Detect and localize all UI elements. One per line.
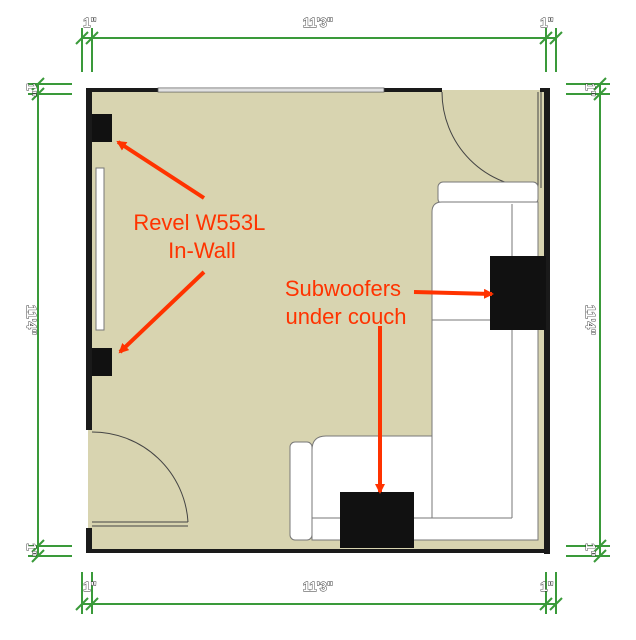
door-swing-icon: [91, 431, 189, 527]
speaker-label-line2: In-Wall: [168, 238, 236, 263]
top-wall-mid-segment: [384, 88, 442, 92]
dim-right-top-offset: 1": [583, 83, 598, 96]
svg-text:Subwoofers under couch: Subwoofers under couch: [285, 276, 407, 329]
in-wall-speaker-icon: [92, 348, 112, 376]
room-walls: [86, 88, 550, 554]
dim-bottom-left-offset: 1": [83, 579, 96, 594]
dim-top-left-offset: 1": [83, 15, 96, 30]
speaker-arrow-top: [116, 140, 206, 200]
subwoofer-label-line1: Subwoofers: [285, 276, 401, 301]
speaker-annotation: Revel W553L In-Wall: [116, 140, 270, 354]
dimension-lines: [28, 28, 610, 614]
dim-left-height: 11'4": [24, 305, 39, 335]
dim-right-bottom-offset: 1": [583, 543, 598, 556]
dim-left-top-offset: 1": [24, 83, 39, 96]
subwoofer-icon: [340, 492, 414, 548]
sectional-couch-icon: [289, 181, 539, 541]
top-wall-left-segment: [88, 88, 158, 92]
window-icon: [157, 87, 385, 93]
door-swing-arc-bottom: [91, 431, 189, 523]
subwoofer-label-line2: under couch: [285, 304, 406, 329]
subwoofer-icon: [490, 256, 546, 330]
couch-armrest-left: [289, 441, 313, 541]
dim-bottom-right-offset: 1": [540, 579, 553, 594]
left-wall: [86, 88, 92, 430]
dim-right-height: 11'4": [583, 305, 598, 335]
dim-top-width: 11'3": [303, 15, 333, 30]
dim-top-right-offset: 1": [540, 15, 553, 30]
speaker-label-line1: Revel W553L: [133, 210, 265, 235]
dim-left-bottom-offset: 1": [24, 543, 39, 556]
subwoofer-annotation: Subwoofers under couch: [285, 276, 494, 494]
left-wall-lower-segment: [86, 528, 92, 552]
speaker-arrow-bottom: [118, 270, 206, 354]
in-wall-speaker-icon: [92, 114, 112, 142]
couch-armrest-top: [437, 181, 539, 205]
bottom-wall: [86, 549, 550, 553]
in-wall-panel: [95, 167, 105, 331]
dimension-ticks: [31, 31, 607, 611]
right-wall: [544, 88, 550, 554]
dim-bottom-width: 11'3": [303, 579, 333, 594]
svg-text:Revel W553L In-Wall: Revel W553L In-Wall: [133, 210, 270, 263]
subwoofer-arrow-right: [413, 288, 494, 299]
